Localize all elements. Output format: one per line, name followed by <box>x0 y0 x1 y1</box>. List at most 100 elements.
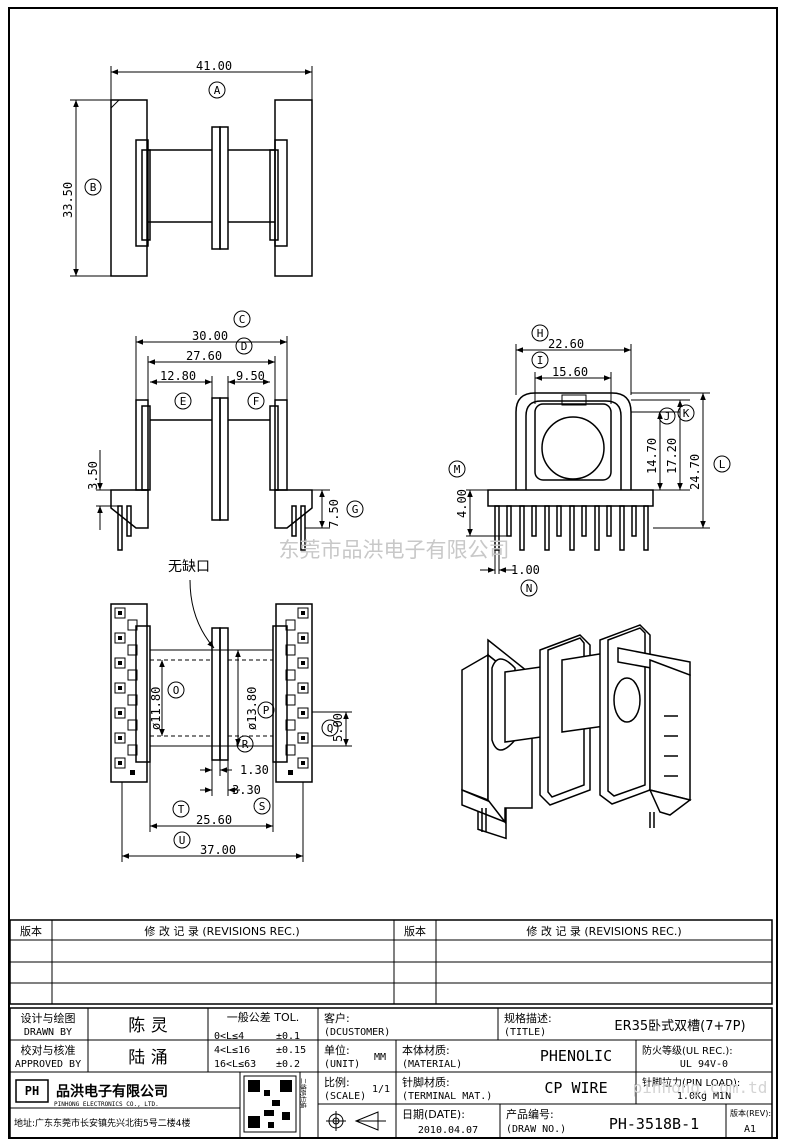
customer-label-cn: 客户: <box>324 1011 350 1025</box>
design-label-cn: 设计与绘图 <box>21 1011 76 1025</box>
title-block: PH <box>9 1007 773 1139</box>
tol-range-1: 0<L≤4 <box>214 1031 244 1042</box>
dim-m-letter: M <box>454 463 461 476</box>
scale-label-cn: 比例: <box>324 1075 350 1089</box>
rev-value: A1 <box>744 1124 756 1135</box>
drawno-label-cn: 产品编号: <box>506 1107 554 1121</box>
rev-col-version-right: 版本 <box>404 924 426 938</box>
dim-j-letter: J <box>664 410 671 423</box>
title-label-en: (TITLE) <box>504 1027 546 1038</box>
dim-i-letter: I <box>537 354 544 367</box>
dim-f-value: 9.50 <box>236 369 265 383</box>
dim-b-letter: B <box>90 181 97 194</box>
dim-m-value: 4.00 <box>455 489 469 518</box>
dim-side-value: 3.50 <box>86 461 100 490</box>
title-label-cn: 规格描述: <box>504 1011 552 1025</box>
dim-u-value: 37.00 <box>200 843 236 857</box>
design-label-en: DRAWN BY <box>24 1027 72 1038</box>
drawno-label-en: (DRAW NO.) <box>506 1124 566 1135</box>
dim-s-value: 3.30 <box>232 783 261 797</box>
dim-o-letter: O <box>173 684 180 697</box>
terminal-label-cn: 针脚材质: <box>402 1075 450 1089</box>
dim-k-letter: K <box>683 407 690 420</box>
material-value: PHENOLIC <box>540 1047 612 1065</box>
rev-col-version-left: 版本 <box>20 924 42 938</box>
dim-p-letter: P <box>263 704 270 717</box>
qr-caption: 二维码扫描 <box>299 1078 307 1108</box>
date-value: 2010.04.07 <box>418 1125 478 1136</box>
tol-value-1: ±0.1 <box>276 1031 300 1042</box>
dim-h-value: 22.60 <box>548 337 584 351</box>
company-name-en: PINHONG ELECTRONICS CO., LTD. <box>54 1101 159 1108</box>
no-notch-annotation: 无缺口 <box>168 559 210 575</box>
isometric-view <box>461 624 692 840</box>
dim-e-letter: E <box>180 395 187 408</box>
terminal-value: CP WIRE <box>544 1079 607 1097</box>
dim-q-letter: Q <box>327 722 334 735</box>
material-label-cn: 本体材质: <box>402 1043 450 1057</box>
tol-title: 一般公差 TOL. <box>227 1010 300 1024</box>
dim-b-value: 33.50 <box>61 182 75 218</box>
unit-value: MM <box>374 1052 386 1063</box>
top-view <box>70 66 313 277</box>
dim-g-value: 7.50 <box>327 499 341 528</box>
dim-g-letter: G <box>352 503 359 516</box>
unit-label-cn: 单位: <box>324 1043 350 1057</box>
title-value: ER35卧式双槽(7+7P) <box>614 1019 745 1034</box>
tol-range-3: 16<L≤63 <box>214 1059 256 1070</box>
designer-name: 陈 灵 <box>128 1016 167 1036</box>
dim-n-value: 1.00 <box>511 563 540 577</box>
dim-c-letter: C <box>239 313 246 326</box>
revision-table <box>9 919 773 1005</box>
side-view <box>466 344 710 574</box>
dim-d-letter: D <box>241 340 248 353</box>
check-label-en: APPROVED BY <box>15 1059 81 1070</box>
check-label-cn: 校对与核准 <box>21 1043 76 1057</box>
tol-value-2: ±0.15 <box>276 1045 306 1056</box>
dim-a-letter: A <box>214 84 221 97</box>
dim-r-value: 1.30 <box>240 763 269 777</box>
dim-k-value: 17.20 <box>665 438 679 474</box>
dim-f-letter: F <box>253 395 260 408</box>
rev-col-record-left: 修 改 记 录 (REVISIONS REC.) <box>144 924 299 938</box>
dim-t-value: 25.60 <box>196 813 232 827</box>
dim-l-letter: L <box>719 458 726 471</box>
scale-label-en: (SCALE) <box>324 1091 366 1102</box>
bottom-view <box>110 579 352 862</box>
dim-l-value: 24.70 <box>688 454 702 490</box>
front-view <box>96 336 330 551</box>
dim-s-letter: S <box>259 800 266 813</box>
watermark-url: pinhong.com.td <box>633 1078 768 1097</box>
pinload-label: 针脚拉力(PIN LOAD): <box>642 1076 740 1089</box>
rev-label: 版本(REV): <box>730 1108 771 1118</box>
checker-name: 陆 涌 <box>128 1048 167 1068</box>
company-name-cn: 品洪电子有限公司 <box>56 1083 168 1100</box>
tol-range-2: 4<L≤16 <box>214 1045 250 1056</box>
watermark: 东莞市品洪电子有限公司 <box>279 538 510 562</box>
dim-d-value: 27.60 <box>186 349 222 363</box>
dim-h-letter: H <box>537 327 544 340</box>
customer-label-en: (DCUSTOMER) <box>324 1027 390 1038</box>
material-label-en: (MATERIAL) <box>402 1059 462 1070</box>
unit-label-en: (UNIT) <box>324 1059 360 1070</box>
flame-label: 防火等级(UL REC.): <box>642 1044 733 1057</box>
dim-e-value: 12.80 <box>160 369 196 383</box>
dim-o-value: ø11.80 <box>149 687 163 730</box>
scale-value: 1/1 <box>372 1084 390 1095</box>
dim-n-letter: N <box>526 582 533 595</box>
dim-p-value: ø13.80 <box>245 687 259 730</box>
dim-j-value: 14.70 <box>645 438 659 474</box>
dim-c-value: 30.00 <box>192 329 228 343</box>
drawno-value: PH-3518B-1 <box>609 1115 699 1133</box>
dim-t-letter: T <box>178 803 185 816</box>
company-address: 地址:广东东莞市长安镇先兴北街5号二楼4楼 <box>14 1117 191 1129</box>
dim-u-letter: U <box>179 834 186 847</box>
logo-mark: PH <box>25 1084 39 1098</box>
flame-value: UL 94V-0 <box>680 1059 728 1070</box>
date-label: 日期(DATE): <box>402 1108 465 1121</box>
tol-value-3: ±0.2 <box>276 1059 300 1070</box>
rev-col-record-right: 修 改 记 录 (REVISIONS REC.) <box>526 924 681 938</box>
pinload-value: 1.0Kg MIN <box>677 1091 731 1102</box>
terminal-label-en: (TERMINAL MAT.) <box>402 1091 492 1102</box>
